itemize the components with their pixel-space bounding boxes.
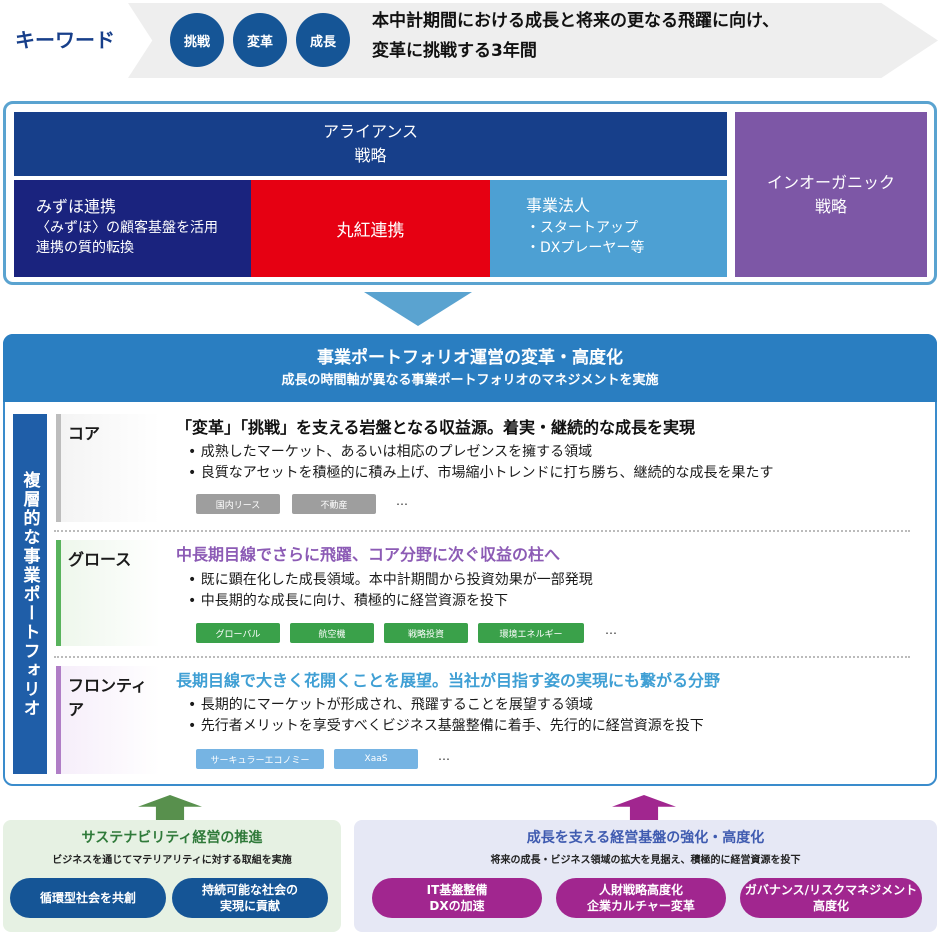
inorganic-strategy-block: インオーガニック 戦略 (735, 112, 927, 277)
pill-hr-culture-line-2: 企業カルチャー変革 (587, 899, 695, 913)
growth-chip-environment-energy: 環境エネルギー (478, 623, 584, 643)
keyword-line-1: 本中計期間における成長と将来の更なる飛躍に向け、 (372, 11, 780, 31)
growth-title: 中長期目線でさらに飛躍、コア分野に次ぐ収益の柱へ (176, 545, 561, 564)
alliance-frame (3, 101, 937, 285)
frontier-bullet-2: • 先行者メリットを享受すべくビジネス基盤整備に着手、先行的に経営資源を投下 (188, 718, 704, 734)
pill-it-dx-line-2: DXの加速 (429, 899, 485, 913)
keyword-circle-reform: 変革 (233, 13, 287, 67)
mizuho-title: みずほ連携 (36, 197, 117, 216)
frontier-title: 長期目線で大きく花開くことを展望。当社が目指す姿の実現にも繋がる分野 (176, 671, 721, 690)
core-bullet-2: • 良質なアセットを積極的に積み上げ、市場縮小トレンドに打ち勝ち、継続的な成長を… (188, 465, 774, 481)
alliance-header-line-2: 戦略 (354, 146, 387, 165)
growth-chip-global: グローバル (196, 623, 280, 643)
growth-bullet-2: • 中長期的な成長に向け、積極的に経営資源を投下 (188, 593, 509, 609)
mizuho-block: みずほ連携 〈みずほ〉の顧客基盤を活用 連携の質的転換 (14, 180, 251, 277)
portfolio-title: 事業ポートフォリオ運営の変革・高度化 (317, 348, 623, 368)
down-arrow-icon (364, 292, 472, 326)
frontier-chip-circular-economy: サーキュラーエコノミー (196, 749, 324, 769)
divider-1 (54, 530, 910, 532)
pill-it-dx: IT基盤整備 DXの加速 (372, 878, 542, 918)
pill-governance-line-2: 高度化 (812, 899, 849, 913)
foundation-title: 成長を支える経営基盤の強化・高度化 (526, 830, 765, 846)
pill-sustainable-society: 持続可能な社会の 実現に貢献 (172, 878, 328, 918)
growth-more: … (605, 623, 617, 637)
growth-chip-strategic-investment: 戦略投資 (384, 623, 468, 643)
alliance-strategy-header: アライアンス 戦略 (14, 112, 727, 176)
tier-tag-growth: グロース (56, 540, 160, 646)
frontier-chip-xaas: XaaS (334, 749, 418, 769)
sustainability-subtitle: ビジネスを通じてマテリアリティに対する取組を実施 (52, 854, 292, 866)
tier-tag-core: コア (56, 414, 160, 522)
portfolio-subtitle: 成長の時間軸が異なる事業ポートフォリオのマネジメントを実施 (281, 373, 659, 388)
growth-bullet-1: • 既に顕在化した成長領域。本中計期間から投資効果が一部発現 (188, 572, 593, 588)
alliance-header-line-1: アライアンス (322, 122, 419, 141)
keyword-line-2: 変革に挑戦する3年間 (372, 41, 537, 61)
business-item-1: ・スタートアップ (526, 220, 638, 236)
pill-sustainable-society-line-2: 実現に貢献 (219, 899, 280, 913)
frontier-bullet-1: • 長期的にマーケットが形成され、飛躍することを展望する領域 (188, 697, 593, 713)
pill-hr-culture: 人財戦略高度化 企業カルチャー変革 (556, 878, 726, 918)
core-bullet-1: • 成熟したマーケット、あるいは相応のプレゼンスを擁する領域 (188, 444, 593, 460)
mizuho-line-2: 〈みずほ〉の顧客基盤を活用 (36, 220, 218, 236)
tier-tag-frontier: フロンティア (56, 666, 160, 774)
business-item-2: ・DXプレーヤー等 (526, 240, 645, 256)
core-more: … (396, 494, 408, 508)
marubeni-block: 丸紅連携 (251, 180, 490, 277)
sustainability-title: サステナビリティ経営の推進 (81, 830, 263, 846)
up-arrow-icon-magenta (612, 795, 676, 821)
frontier-more: … (438, 749, 450, 763)
portfolio-header: 事業ポートフォリオ運営の変革・高度化 成長の時間軸が異なる事業ポートフォリオのマ… (3, 334, 937, 402)
core-bullets: • 成熟したマーケット、あるいは相応のプレゼンスを擁する領域 • 良質なアセット… (188, 442, 908, 484)
portfolio-vertical-label: 複層的な事業ポートフォリオ (13, 414, 47, 774)
foundation-subtitle: 将来の成長・ビジネス領域の拡大を見据え、積極的に経営資源を投下 (490, 854, 801, 866)
frontier-bullets: • 長期的にマーケットが形成され、飛躍することを展望する領域 • 先行者メリット… (188, 695, 908, 737)
keyword-statement: 本中計期間における成長と将来の更なる飛躍に向け、 変革に挑戦する3年間 (372, 6, 912, 72)
business-title: 事業法人 (526, 196, 591, 215)
core-chip-real-estate: 不動産 (292, 494, 376, 514)
pill-circular-society: 循環型社会を共創 (10, 878, 166, 918)
pill-hr-culture-line-1: 人財戦略高度化 (598, 883, 683, 897)
keyword-circle-challenge: 挑戦 (170, 13, 224, 67)
mizuho-line-3: 連携の質的転換 (36, 240, 134, 256)
growth-chip-aircraft: 航空機 (290, 623, 374, 643)
divider-2 (54, 656, 910, 658)
business-corporation-block: 事業法人 ・スタートアップ ・DXプレーヤー等 (490, 180, 727, 277)
pill-governance: ガバナンス/リスクマネジメント 高度化 (740, 878, 922, 918)
pill-it-dx-line-1: IT基盤整備 (426, 883, 488, 897)
keyword-label: キーワード (15, 27, 115, 52)
inorganic-line-2: 戦略 (814, 196, 847, 216)
growth-bullets: • 既に顕在化した成長領域。本中計期間から投資効果が一部発現 • 中長期的な成長… (188, 570, 908, 612)
keyword-circle-growth: 成長 (296, 13, 350, 67)
pill-sustainable-society-line-1: 持続可能な社会の (201, 883, 298, 897)
core-title: 「変革」「挑戦」を支える岩盤となる収益源。着実・継続的な成長を実現 (176, 418, 696, 437)
core-chip-domestic-lease: 国内リース (196, 494, 280, 514)
up-arrow-icon-green (138, 795, 202, 821)
inorganic-line-1: インオーガニック (766, 172, 895, 192)
pill-governance-line-1: ガバナンス/リスクマネジメント (744, 883, 918, 897)
